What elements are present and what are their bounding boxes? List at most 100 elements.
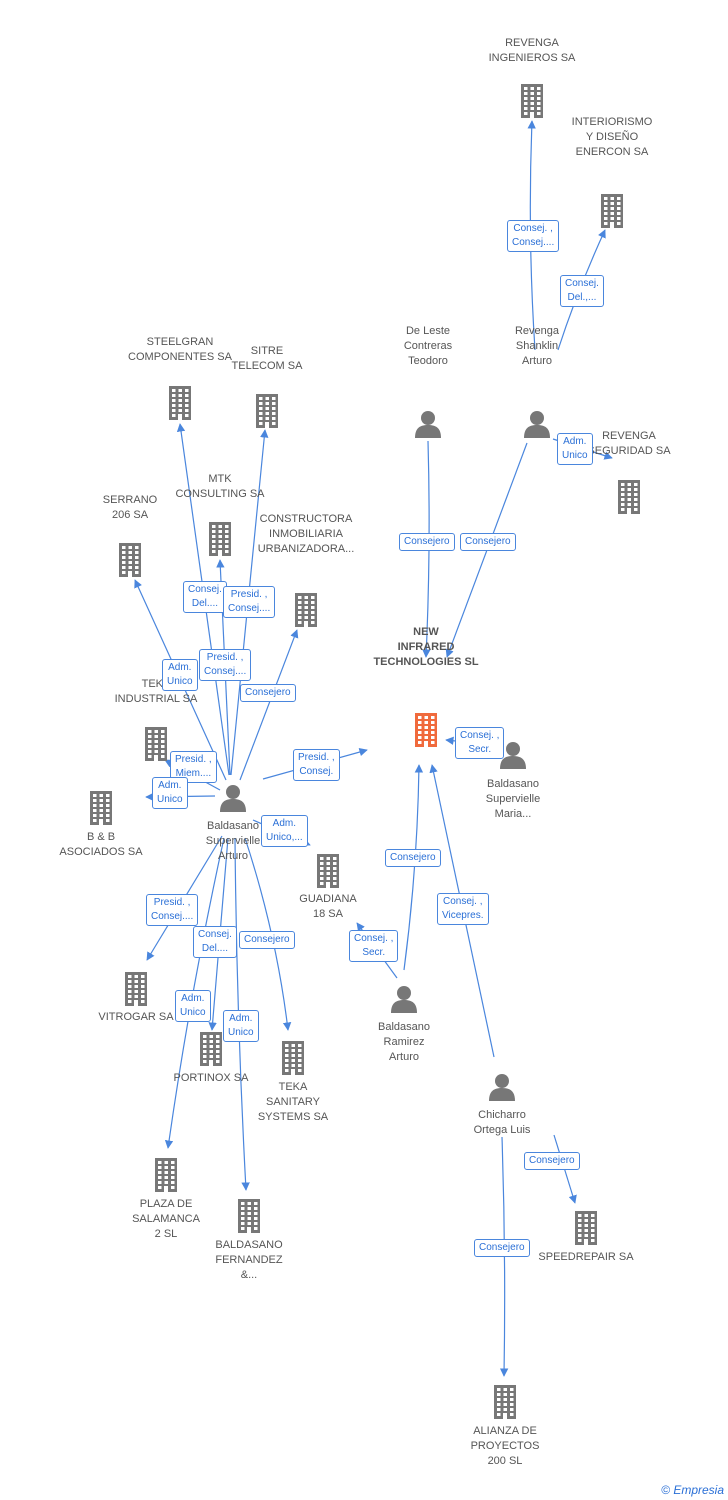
building-icon <box>119 543 141 577</box>
edge-line <box>239 629 299 781</box>
building-icon <box>200 1032 222 1066</box>
company-node[interactable] <box>492 1385 518 1424</box>
company-node[interactable] <box>599 194 625 233</box>
company-node[interactable] <box>123 972 149 1011</box>
edge-role-label[interactable]: Consej. , Secr. <box>349 930 399 962</box>
person-icon <box>415 411 441 438</box>
company-node[interactable] <box>293 593 319 632</box>
node-label[interactable]: GUADIANA 18 SA <box>299 893 357 920</box>
edge-role-label[interactable]: Consejero <box>460 533 516 551</box>
building-icon <box>256 394 278 428</box>
person-node[interactable] <box>414 410 442 443</box>
company-node[interactable] <box>254 394 280 433</box>
node-label[interactable]: Baldasano Supervielle Arturo <box>205 820 261 862</box>
node-label[interactable]: NEW INFRARED TECHNOLOGIES SL <box>373 626 479 668</box>
person-node[interactable] <box>499 741 527 774</box>
building-icon <box>209 522 231 556</box>
node-label[interactable]: MTK CONSULTING SA <box>175 473 265 500</box>
edge-role-label[interactable]: Consej. Del.,... <box>560 275 604 307</box>
brand-name: Empresia <box>673 1483 724 1497</box>
node-label[interactable]: TEKA SANITARY SYSTEMS SA <box>257 1081 329 1123</box>
node-label[interactable]: BALDASANO FERNANDEZ &... <box>215 1239 283 1281</box>
edge-role-label[interactable]: Adm. Unico <box>162 659 198 691</box>
edge-role-label[interactable]: Consej. , Vicepres. <box>437 893 489 925</box>
building-icon <box>521 84 543 118</box>
person-icon <box>524 411 550 438</box>
node-label[interactable]: SPEEDREPAIR SA <box>538 1251 634 1263</box>
building-icon <box>155 1158 177 1192</box>
edge-role-label[interactable]: Consejero <box>524 1152 580 1170</box>
building-icon <box>494 1385 516 1419</box>
node-label[interactable]: De Leste Contreras Teodoro <box>403 325 453 367</box>
edge-role-label[interactable]: Adm. Unico <box>175 990 211 1022</box>
person-node[interactable] <box>390 985 418 1018</box>
person-icon <box>391 986 417 1013</box>
edge-role-label[interactable]: Consej. , Consej.... <box>507 220 560 252</box>
footer-brand[interactable]: © Empresia <box>661 1483 724 1497</box>
edge-role-label[interactable]: Consej. Del.... <box>193 926 237 958</box>
company-node[interactable] <box>207 522 233 561</box>
company-node[interactable] <box>117 543 143 582</box>
edge-role-label[interactable]: Consejero <box>399 533 455 551</box>
company-node[interactable] <box>198 1032 224 1071</box>
person-node[interactable] <box>219 784 247 817</box>
building-icon <box>238 1199 260 1233</box>
node-label[interactable]: REVENGA INGENIEROS SA <box>488 37 576 64</box>
node-label[interactable]: Revenga Shanklin Arturo <box>514 325 560 367</box>
company-node[interactable] <box>616 480 642 519</box>
company-node[interactable] <box>413 713 439 752</box>
company-node[interactable] <box>236 1199 262 1238</box>
edge-role-label[interactable]: Adm. Unico,... <box>261 815 308 847</box>
building-icon <box>169 386 191 420</box>
edge-role-label[interactable]: Consej. Del.... <box>183 581 227 613</box>
node-label[interactable]: TEKA INDUSTRIAL SA <box>114 678 198 705</box>
edge-role-label[interactable]: Presid. , Consej.... <box>223 586 276 618</box>
edge-role-label[interactable]: Consejero <box>239 931 295 949</box>
company-node[interactable] <box>88 791 114 830</box>
node-label[interactable]: ALIANZA DE PROYECTOS 200 SL <box>470 1425 540 1467</box>
edge-role-label[interactable]: Adm. Unico <box>557 433 593 465</box>
node-label[interactable]: PORTINOX SA <box>173 1072 249 1084</box>
focus-building-icon <box>415 713 437 747</box>
edge-role-label[interactable]: Presid. , Consej. <box>293 749 340 781</box>
node-label[interactable]: SITRE TELECOM SA <box>231 345 303 372</box>
edge-role-label[interactable]: Adm. Unico <box>152 777 188 809</box>
company-node[interactable] <box>280 1041 306 1080</box>
node-label[interactable]: VITROGAR SA <box>98 1011 174 1023</box>
node-label[interactable]: Baldasano Ramirez Arturo <box>378 1021 430 1063</box>
edge-role-label[interactable]: Consejero <box>385 849 441 867</box>
node-label[interactable]: REVENGA SEGURIDAD SA <box>587 430 671 457</box>
edge-role-label[interactable]: Adm. Unico <box>223 1010 259 1042</box>
person-node[interactable] <box>523 410 551 443</box>
edge-role-label[interactable]: Presid. , Consej.... <box>146 894 199 926</box>
person-node[interactable] <box>488 1073 516 1106</box>
building-icon <box>295 593 317 627</box>
building-icon <box>145 727 167 761</box>
edge-role-label[interactable]: Consejero <box>474 1239 530 1257</box>
node-label[interactable]: B & B ASOCIADOS SA <box>59 831 143 858</box>
company-node[interactable] <box>315 854 341 893</box>
node-label[interactable]: Chicharro Ortega Luis <box>473 1109 531 1136</box>
node-label[interactable]: Baldasano Supervielle Maria... <box>485 778 541 820</box>
person-icon <box>500 742 526 769</box>
building-icon <box>90 791 112 825</box>
company-node[interactable] <box>143 727 169 766</box>
edge-role-label[interactable]: Consej. , Secr. <box>455 727 505 759</box>
node-label[interactable]: PLAZA DE SALAMANCA 2 SL <box>132 1198 200 1240</box>
company-node[interactable] <box>153 1158 179 1197</box>
building-icon <box>317 854 339 888</box>
edge-role-label[interactable]: Presid. , Consej.... <box>199 649 252 681</box>
node-label[interactable]: INTERIORISMO Y DISEÑO ENERCON SA <box>571 116 653 158</box>
company-node[interactable] <box>167 386 193 425</box>
building-icon <box>575 1211 597 1245</box>
person-icon <box>220 785 246 812</box>
person-icon <box>489 1074 515 1101</box>
edge-role-label[interactable]: Consejero <box>240 684 296 702</box>
building-icon <box>618 480 640 514</box>
node-label[interactable]: STEELGRAN COMPONENTES SA <box>128 336 232 363</box>
node-label[interactable]: CONSTRUCTORA INMOBILIARIA URBANIZADORA..… <box>257 513 355 555</box>
company-node[interactable] <box>573 1211 599 1250</box>
node-label[interactable]: SERRANO 206 SA <box>102 494 158 521</box>
company-node[interactable] <box>519 84 545 123</box>
copyright-symbol: © <box>661 1483 670 1497</box>
